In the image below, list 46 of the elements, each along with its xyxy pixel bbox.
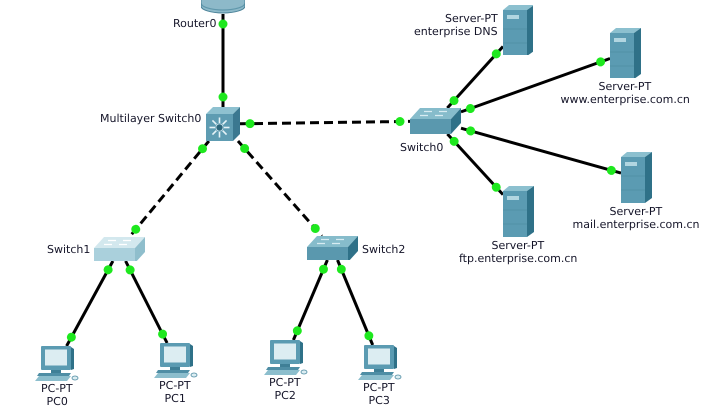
connection-line	[218, 14, 228, 107]
device-type-label: PC-PT	[269, 376, 301, 389]
multilayer-switch-icon	[206, 107, 240, 141]
switch-icon	[94, 237, 145, 261]
server-icon	[503, 186, 534, 237]
server-icon	[621, 152, 652, 203]
dashed-connection-line	[240, 117, 410, 128]
connection-line	[124, 260, 168, 344]
device-name-label: www.enterprise.com.cn	[560, 93, 690, 106]
device-name-label: Switch0	[400, 141, 444, 154]
device-type-label: PC-PT	[363, 381, 395, 394]
dashed-connection-line	[128, 140, 210, 238]
device-name-label: PC1	[164, 392, 186, 405]
computer-icon	[35, 346, 79, 381]
device-type-label: PC-PT	[159, 379, 191, 392]
computer-icon	[358, 345, 402, 380]
connection-line	[446, 46, 504, 109]
device-name-label: Switch2	[362, 243, 406, 256]
device-type-label: Server-PT	[445, 12, 498, 25]
connection-line	[336, 259, 374, 346]
switch-icon	[410, 108, 461, 134]
device-type-label: Server-PT	[610, 205, 662, 218]
device-type-label: Server-PT	[492, 239, 544, 252]
device-name-label: mail.enterprise.com.cn	[572, 218, 700, 231]
device-name-label: Router0	[173, 17, 216, 30]
device-name-label: Switch1	[47, 243, 90, 256]
device-type-label: Server-PT	[598, 80, 652, 93]
device-name-label: Multilayer Switch0	[100, 112, 202, 125]
router-icon	[201, 0, 245, 14]
connection-line	[460, 57, 610, 114]
connection-line	[446, 132, 504, 196]
connection-line	[65, 260, 114, 347]
computer-icon	[264, 340, 308, 375]
switch-icon	[307, 236, 358, 260]
dashed-connection-line	[236, 140, 324, 237]
connection-line	[292, 259, 329, 341]
server-icon	[610, 28, 641, 78]
device-name-label: PC3	[368, 394, 390, 407]
device-name-label: PC2	[274, 389, 296, 402]
server-icon	[503, 5, 533, 55]
device-type-label: PC-PT	[41, 382, 73, 395]
connection-line	[460, 126, 622, 175]
computer-icon	[154, 343, 198, 378]
device-name-label: enterprise DNS	[414, 25, 498, 38]
device-name-label: ftp.enterprise.com.cn	[459, 252, 578, 265]
device-name-label: PC0	[46, 395, 68, 408]
